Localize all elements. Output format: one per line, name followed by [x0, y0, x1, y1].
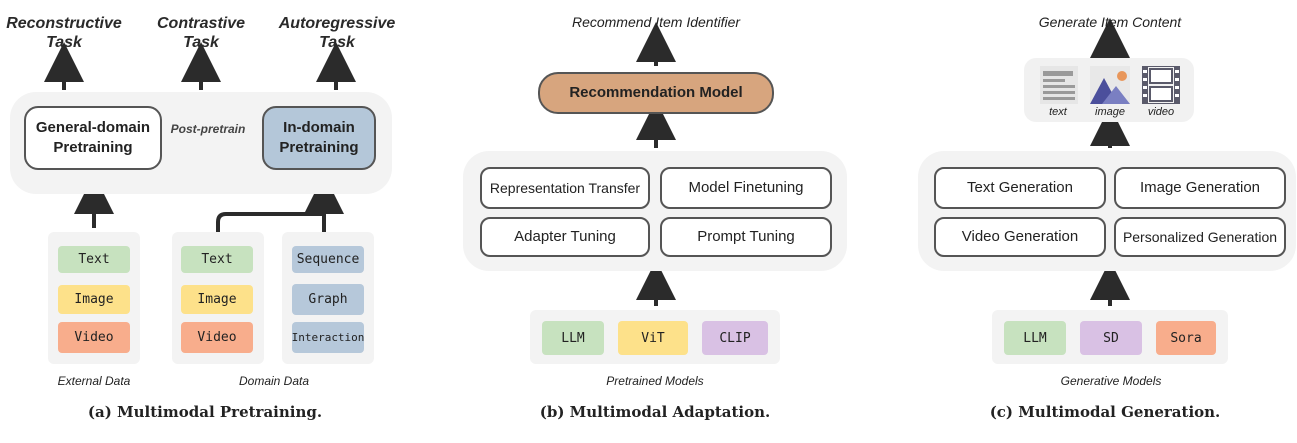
contrastive-task-label: Contrastive Task: [156, 15, 246, 51]
video-icon-label: video: [1147, 106, 1175, 118]
image-icon-label: image: [1095, 106, 1125, 118]
domain-text-tag: Text: [181, 246, 253, 273]
sora-tag: Sora: [1156, 321, 1216, 355]
image-generation-box: Image Generation: [1114, 167, 1286, 209]
generate-item-content-label: Generate Item Content: [1038, 14, 1182, 30]
personalized-generation-box: Personalized Generation: [1114, 217, 1286, 257]
domain-image-tag: Image: [181, 285, 253, 314]
caption-a: (a) Multimodal Pretraining.: [87, 403, 323, 421]
text-icon: [1040, 66, 1078, 104]
in-domain-pretraining-box: In-domain Pretraining: [262, 106, 376, 170]
domain-sequence-tag: Sequence: [292, 246, 364, 273]
recommend-item-identifier-label: Recommend Item Identifier: [571, 14, 741, 30]
reconstructive-task-label: Reconstructive Task: [6, 15, 122, 51]
recommendation-model-box: Recommendation Model: [538, 72, 774, 114]
prompt-tuning-box: Prompt Tuning: [660, 217, 832, 257]
post-pretrain-label: Post-pretrain: [170, 122, 246, 136]
external-text-tag: Text: [58, 246, 130, 273]
generative-models-label: Generative Models: [1060, 374, 1162, 388]
caption-c: (c) Multimodal Generation.: [989, 403, 1221, 421]
video-icon: [1142, 66, 1180, 104]
sd-tag: SD: [1080, 321, 1142, 355]
domain-data-label: Domain Data: [238, 374, 310, 388]
domain-video-tag: Video: [181, 322, 253, 353]
text-generation-box: Text Generation: [934, 167, 1106, 209]
text-icon-label: text: [1049, 106, 1067, 118]
caption-b: (b) Multimodal Adaptation.: [539, 403, 771, 421]
vit-tag: ViT: [618, 321, 688, 355]
domain-graph-tag: Graph: [292, 284, 364, 315]
domain-interaction-tag: Interaction: [292, 322, 364, 353]
gen-llm-tag: LLM: [1004, 321, 1066, 355]
video-generation-box: Video Generation: [934, 217, 1106, 257]
external-video-tag: Video: [58, 322, 130, 353]
pretrained-models-label: Pretrained Models: [606, 374, 704, 388]
clip-tag: CLIP: [702, 321, 768, 355]
bracket-domain-data: [216, 212, 324, 232]
external-image-tag: Image: [58, 285, 130, 314]
model-finetuning-box: Model Finetuning: [660, 167, 832, 209]
external-data-label: External Data: [57, 374, 131, 388]
autoregressive-task-label: Autoregressive Task: [278, 15, 396, 51]
adapter-tuning-box: Adapter Tuning: [480, 217, 650, 257]
representation-transfer-box: Representation Transfer: [480, 167, 650, 209]
llm-tag: LLM: [542, 321, 604, 355]
general-domain-pretraining-box: General-domain Pretraining: [24, 106, 162, 170]
image-icon: [1090, 66, 1130, 104]
